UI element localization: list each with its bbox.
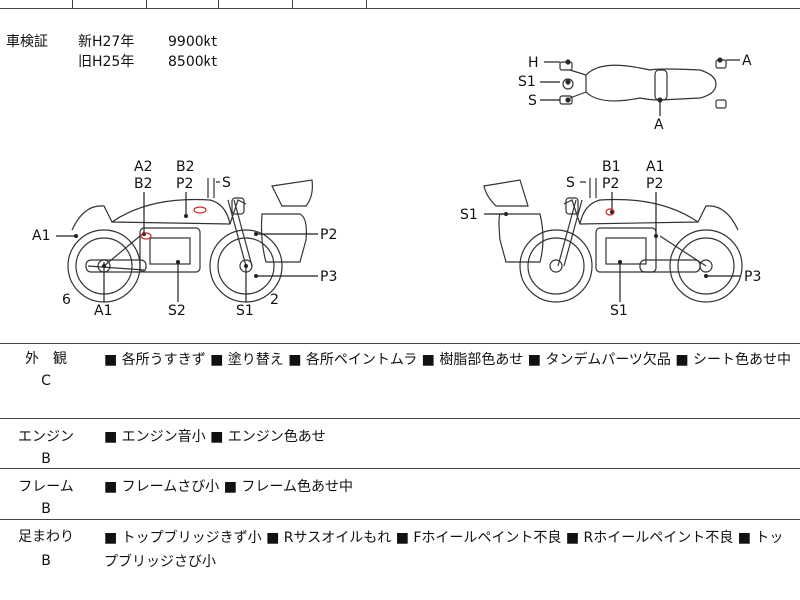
top-label-s: S: [528, 93, 537, 109]
motorcycle-diagram: [56, 57, 743, 303]
row-label: フレーム: [18, 479, 74, 495]
top-label-a-right: A: [742, 53, 752, 69]
left-label-6: 6: [62, 292, 71, 308]
left-label-p3: P3: [320, 269, 338, 285]
left-label-s1-bottom: S1: [236, 303, 254, 319]
left-label-a1: A1: [32, 228, 51, 244]
top-view-icon: [540, 57, 740, 116]
row-label: 足まわり: [18, 529, 74, 545]
right-label-s: S: [566, 175, 575, 191]
row-grade: B: [41, 451, 51, 467]
right-label-b1: B1: [602, 159, 621, 175]
header-bottom-rule: [0, 8, 800, 9]
row-grade: C: [41, 373, 51, 389]
left-side-view-icon: [67, 178, 313, 303]
table-row-divider: [0, 418, 800, 419]
left-label-s: S: [222, 175, 231, 191]
header-divider: [72, 0, 73, 8]
left-label-b2: B2: [134, 176, 153, 192]
table-row-divider: [0, 519, 800, 520]
left-label-p2-right: P2: [320, 227, 338, 243]
top-label-s1: S1: [518, 74, 536, 90]
row-notes: ■ 各所うすきず ■ 塗り替え ■ 各所ペイントムラ ■ 樹脂部色あせ ■ タン…: [104, 352, 792, 368]
top-label-h: H: [528, 55, 539, 71]
right-label-p2-b: P2: [646, 176, 664, 192]
row-label: エンジン: [18, 429, 74, 445]
right-label-s1-left: S1: [460, 207, 478, 223]
inspection-old-weight: 8500㏏: [168, 54, 218, 70]
inspection-new-weight: 9900㏏: [168, 34, 218, 50]
header-divider: [292, 0, 293, 8]
row-label: 外 観: [25, 351, 67, 367]
right-label-p3: P3: [744, 269, 762, 285]
left-label-b2-top: B2: [176, 159, 195, 175]
left-label-a2: A2: [134, 159, 153, 175]
table-top-rule: [0, 343, 800, 344]
table-row-divider: [0, 468, 800, 469]
row-notes: ■ フレームさび小 ■ フレーム色あせ中: [104, 479, 353, 495]
inspection-new-era: 新H27年: [78, 34, 135, 50]
row-notes: ■ エンジン音小 ■ エンジン色あせ: [104, 429, 326, 445]
header-divider: [146, 0, 147, 8]
right-label-p2-a: P2: [602, 176, 620, 192]
header-divider: [218, 0, 219, 8]
left-label-a1-bottom: A1: [94, 303, 113, 319]
left-label-s2: S2: [168, 303, 186, 319]
top-label-a-bottom: A: [654, 117, 664, 133]
left-label-2: 2: [270, 292, 279, 308]
header-divider: [366, 0, 367, 8]
left-label-p2: P2: [176, 176, 194, 192]
right-label-a1: A1: [646, 159, 665, 175]
right-side-view-icon: [483, 178, 743, 303]
row-grade: B: [41, 553, 51, 569]
inspection-label: 車検証: [6, 34, 48, 50]
right-label-s1-bottom: S1: [610, 303, 628, 319]
row-notes: ■ トップブリッジきず小 ■ Rサスオイルもれ ■ Fホイールペイント不良 ■ …: [104, 530, 784, 570]
row-grade: B: [41, 501, 51, 517]
inspection-old-era: 旧H25年: [78, 54, 135, 70]
